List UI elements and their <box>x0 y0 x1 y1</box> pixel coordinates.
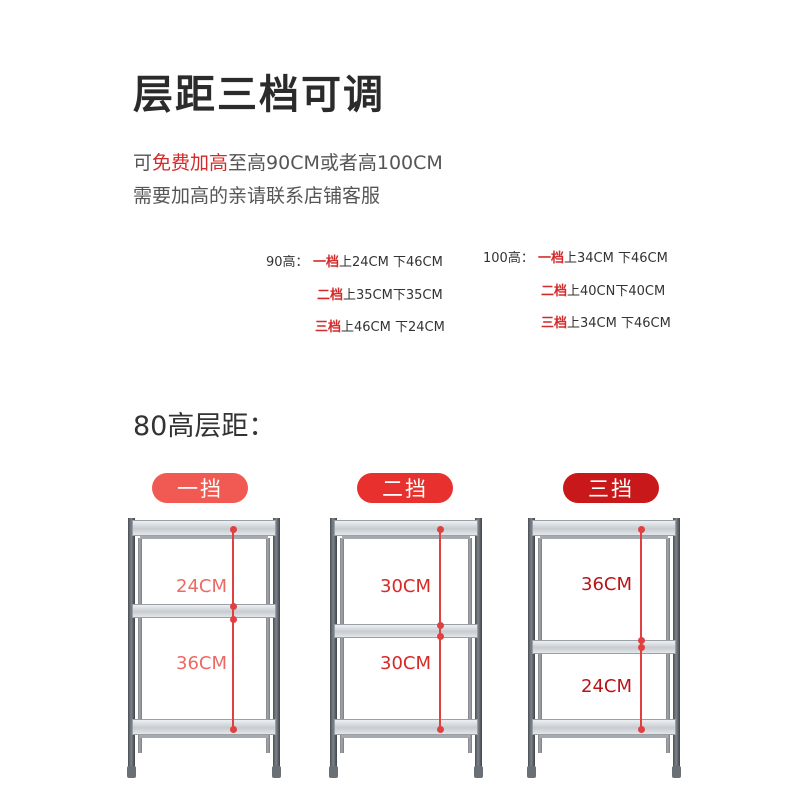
measure-line <box>439 530 441 730</box>
measure-dot <box>638 644 645 651</box>
shelf-post-back <box>340 538 344 753</box>
shelf-post <box>475 518 482 768</box>
description-line-2: 需要加高的亲请联系店铺客服 <box>133 185 381 207</box>
spec-100-text-3: 上34CM 下46CM <box>567 316 671 331</box>
shelf-board-bottom <box>132 719 276 735</box>
upper-gap-label: 30CM <box>380 576 432 597</box>
page-title: 层距三档可调 <box>133 72 385 118</box>
shelf-post-back <box>468 538 472 753</box>
upper-gap-label: 24CM <box>176 576 228 597</box>
shelf-board-top <box>334 520 478 536</box>
shelf-rail <box>140 536 268 539</box>
shelf-post-back <box>138 538 142 753</box>
spec-90-level-3: 三档 <box>315 320 342 335</box>
section-subtitle: 80高层距： <box>133 411 276 442</box>
shelf-board-bottom <box>334 719 478 735</box>
level-3-badge: 三挡 <box>563 473 659 503</box>
level-1-badge: 一挡 <box>152 473 248 503</box>
spec-100-text-2: 上40CN下40CM <box>567 284 666 299</box>
measure-dot <box>437 526 444 533</box>
spec-90-level-2: 二档 <box>317 288 344 303</box>
shelf-foot <box>474 766 483 778</box>
shelf-rail <box>540 536 668 539</box>
shelf-foot <box>127 766 136 778</box>
measure-dot <box>638 526 645 533</box>
spec-100-row-3: 三档上34CM 下46CM <box>541 312 671 331</box>
shelf-rail <box>342 536 470 539</box>
shelf-foot <box>329 766 338 778</box>
shelf-illustration-level-1: 24CM 36CM <box>127 516 281 786</box>
shelf-foot <box>672 766 681 778</box>
spec-90-label: 90高： <box>266 255 309 270</box>
shelf-post <box>673 518 680 768</box>
shelf-board-middle <box>334 624 478 638</box>
spec-100-level-2: 二档 <box>541 284 568 299</box>
shelf-board-top <box>132 520 276 536</box>
shelf-post <box>330 518 337 768</box>
desc-suffix: 至高90CM或者高100CM <box>228 152 443 174</box>
spec-100-row-1: 一档上34CM 下46CM <box>538 247 668 266</box>
desc-highlight: 免费加高 <box>152 152 229 174</box>
spec-100-level-3: 三档 <box>541 316 568 331</box>
spec-100-level-1: 一档 <box>538 251 565 266</box>
lower-gap-label: 36CM <box>176 653 228 674</box>
shelf-illustration-level-2: 30CM 30CM <box>329 516 483 786</box>
desc-prefix: 可 <box>133 152 153 174</box>
measure-dot <box>638 726 645 733</box>
shelf-post-back <box>266 538 270 753</box>
spec-90-row-2: 二档上35CM下35CM <box>317 284 443 303</box>
spec-90-text-2: 上35CM下35CM <box>343 288 443 303</box>
description-line-1: 可免费加高至高90CM或者高100CM <box>133 148 443 175</box>
lower-gap-label: 24CM <box>581 676 633 697</box>
upper-gap-label: 36CM <box>581 574 633 595</box>
shelf-rail <box>540 735 668 738</box>
measure-line <box>232 530 234 730</box>
measure-dot <box>437 622 444 629</box>
shelf-board-top <box>532 520 676 536</box>
shelf-rail <box>140 735 268 738</box>
spec-90-text-1: 上24CM 下46CM <box>339 255 443 270</box>
spec-100-text-1: 上34CM 下46CM <box>564 251 668 266</box>
spec-90-level-1: 一档 <box>313 255 340 270</box>
spec-100-row-2: 二档上40CN下40CM <box>541 280 665 299</box>
shelf-board-middle <box>132 604 276 618</box>
shelf-board-bottom <box>532 719 676 735</box>
measure-dot <box>437 633 444 640</box>
lower-gap-label: 30CM <box>380 653 432 674</box>
shelf-rail <box>342 735 470 738</box>
measure-dot <box>638 637 645 644</box>
shelf-board-middle <box>532 640 676 654</box>
measure-dot <box>437 726 444 733</box>
measure-dot <box>230 603 237 610</box>
shelf-post <box>128 518 135 768</box>
shelf-foot <box>272 766 281 778</box>
shelf-foot <box>527 766 536 778</box>
shelf-post <box>528 518 535 768</box>
measure-line <box>640 530 642 730</box>
spec-90-text-3: 上46CM 下24CM <box>341 320 445 335</box>
measure-dot <box>230 726 237 733</box>
shelf-illustration-level-3: 36CM 24CM <box>527 516 681 786</box>
spec-90-row-3: 三档上46CM 下24CM <box>315 316 445 335</box>
level-2-badge: 二挡 <box>357 473 453 503</box>
measure-dot <box>230 616 237 623</box>
shelf-post <box>273 518 280 768</box>
spec-90-row-1: 一档上24CM 下46CM <box>313 251 443 270</box>
spec-100-label: 100高： <box>483 251 534 266</box>
measure-dot <box>230 526 237 533</box>
